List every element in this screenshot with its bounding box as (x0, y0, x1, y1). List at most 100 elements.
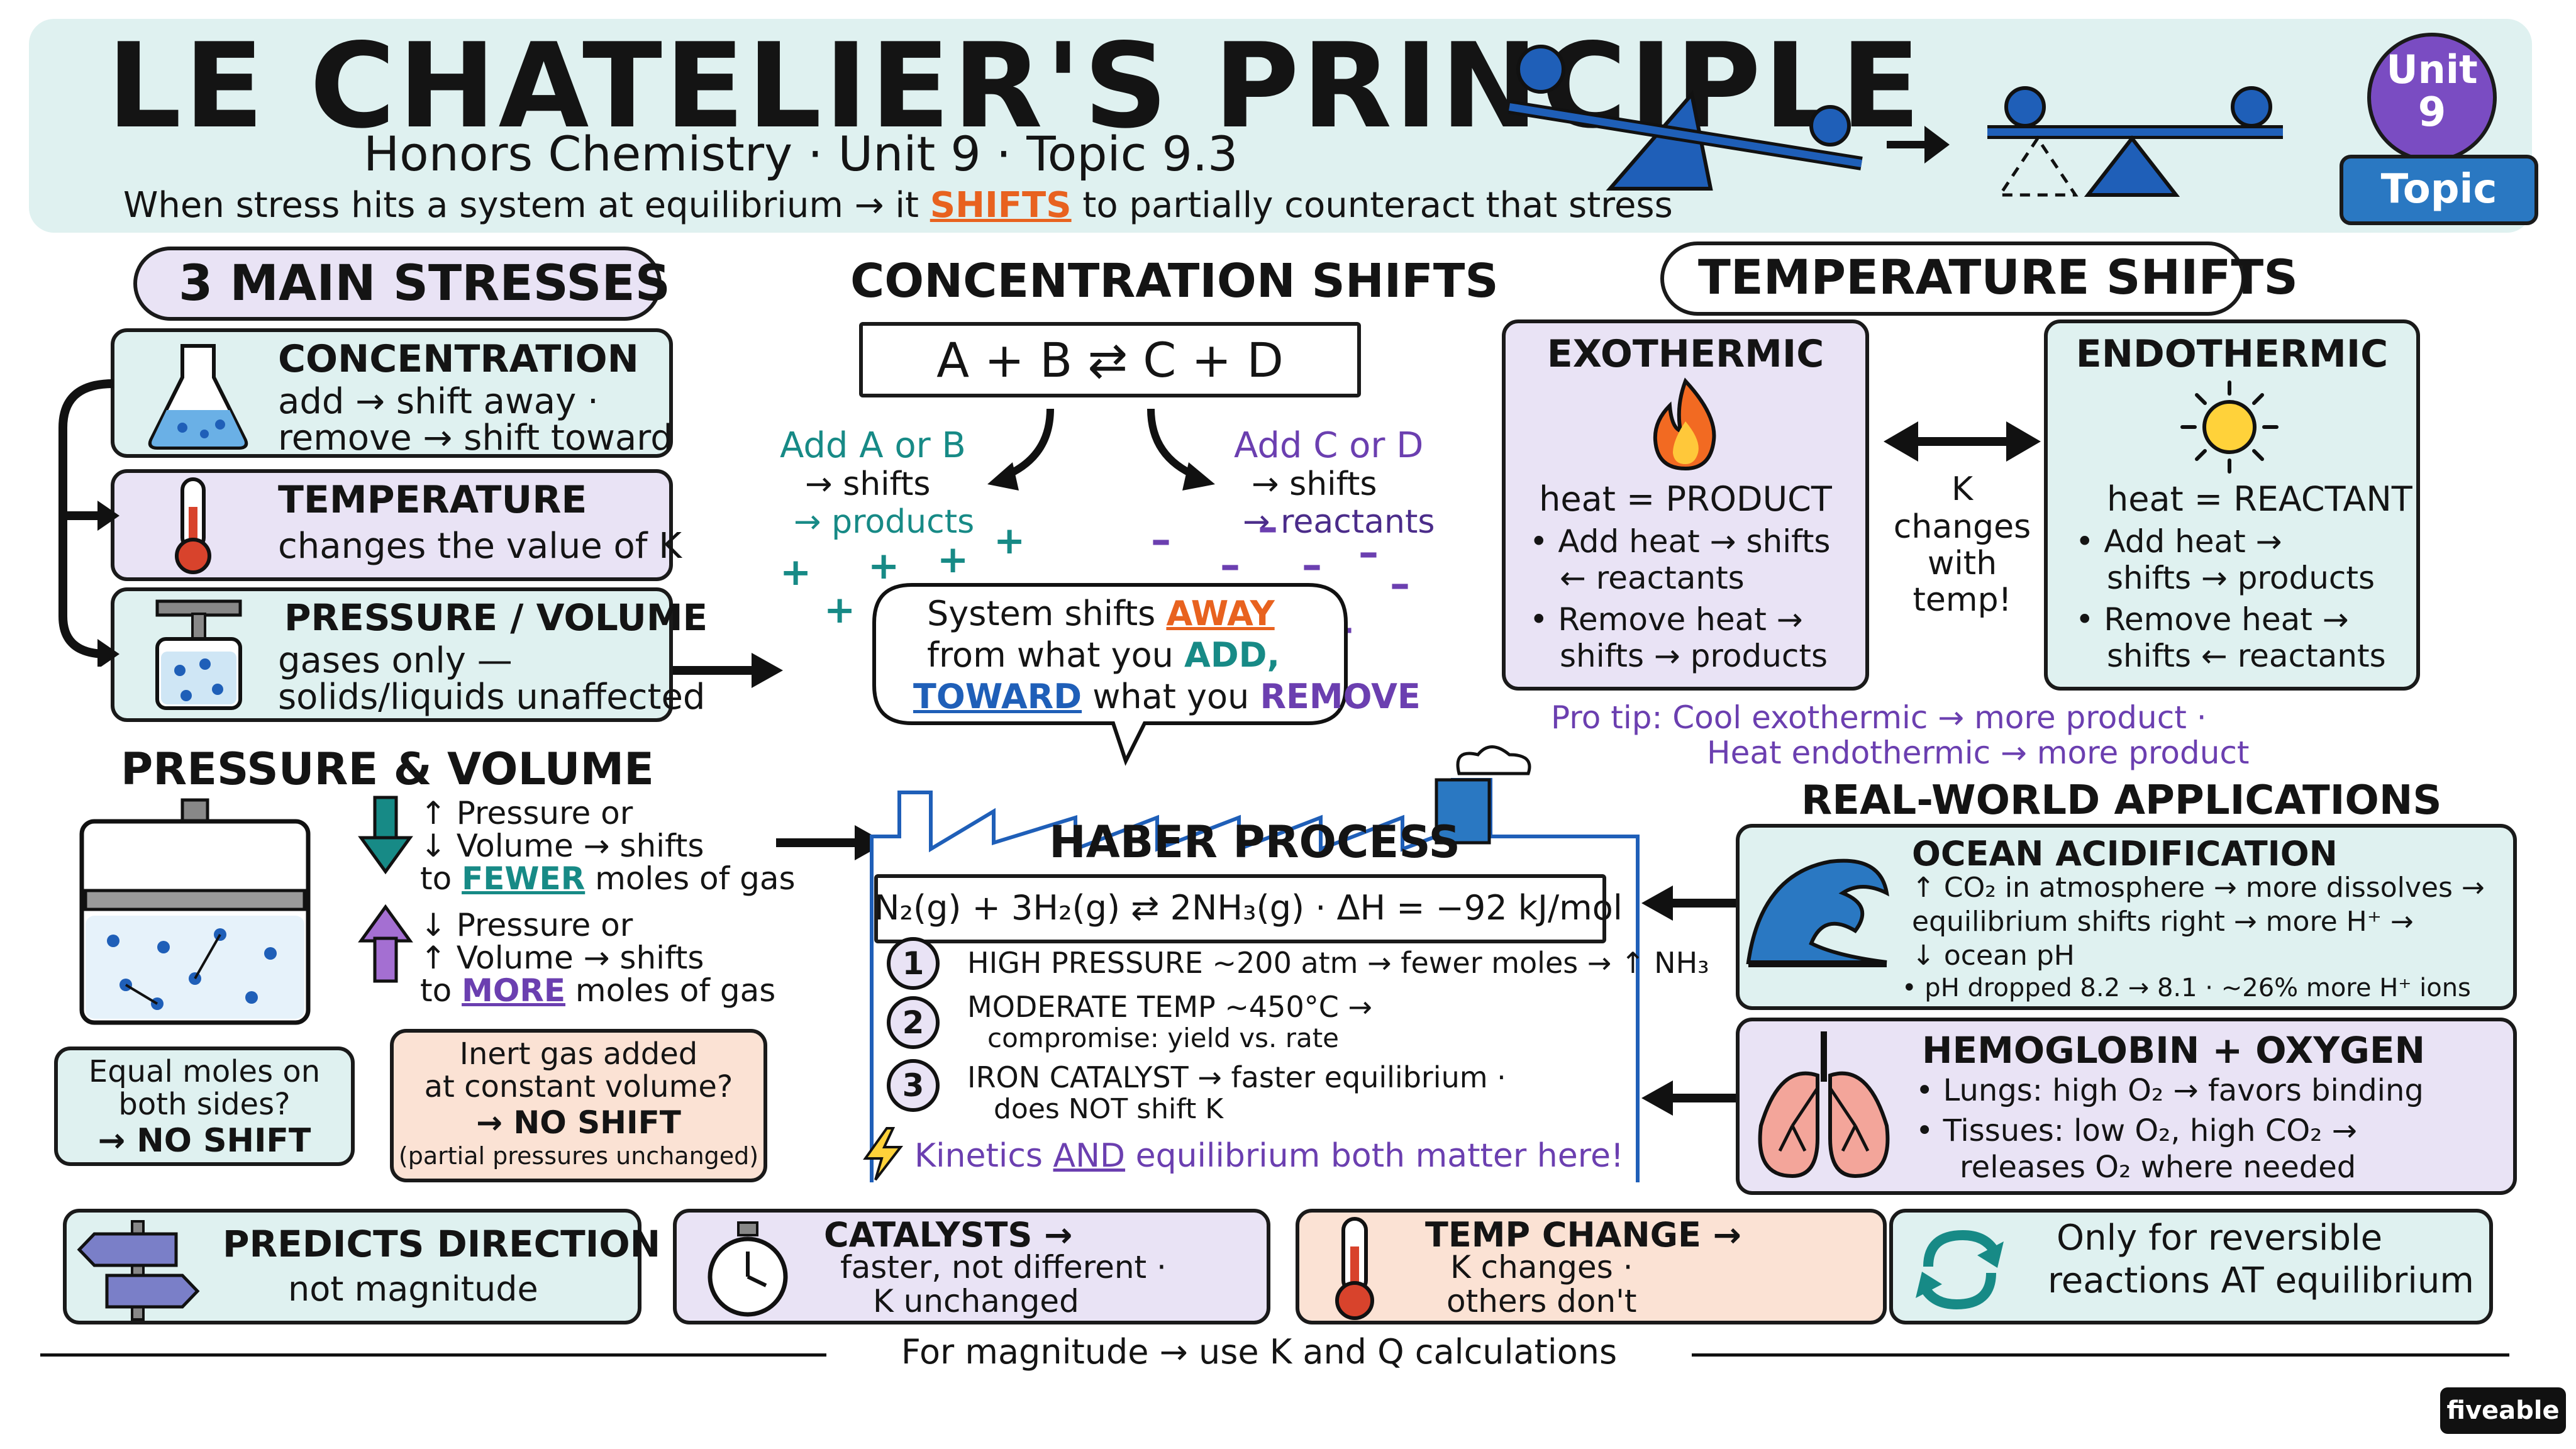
flask-icon (148, 344, 248, 450)
add-cd-line2: → reactants (1243, 503, 1435, 541)
inert-line2: at constant volume? (424, 1069, 733, 1104)
brand-logo[interactable]: fiveable (2440, 1387, 2566, 1434)
k-line3: with (1927, 545, 1997, 582)
catalyst-line3: K unchanged (873, 1283, 1079, 1319)
haber-equation: N₂(g) + 3H₂(g) ⇄ 2NH₃(g) · ΔH = −92 kJ/m… (874, 888, 1623, 928)
hemo-l3: releases O₂ where needed (1960, 1150, 2357, 1185)
cycle-arrows-icon (1916, 1230, 2004, 1310)
thermometer-icon (175, 477, 211, 574)
unit-badge-label: Unit (2386, 47, 2478, 92)
up-line1: ↓ Pressure or (420, 907, 633, 943)
haber-step2a: MODERATE TEMP ~450°C → (967, 990, 1372, 1024)
temperature-shifts-heading: TEMPERATURE SHIFTS (1698, 249, 2299, 305)
wave-icon (1746, 858, 1889, 967)
inert-line4: (partial pressures unchanged) (398, 1142, 759, 1170)
ocean-l3: ↓ ocean pH (1912, 940, 2075, 972)
svg-text:+: + (780, 550, 811, 594)
pro-tip-line1: Pro tip: Cool exothermic → more product … (1551, 699, 2207, 736)
endo-b1a: • Add heat → (2075, 523, 2282, 560)
thermometer-small-icon (1335, 1217, 1374, 1320)
haber-note: Kinetics AND equilibrium both matter her… (914, 1137, 1624, 1175)
tagline: When stress hits a system at equilibrium… (123, 185, 1673, 226)
ocean-l2: equilibrium shifts right → more H⁺ → (1912, 906, 2414, 938)
applications-heading: REAL-WORLD APPLICATIONS (1801, 777, 2442, 824)
pressure-line1: gases only — (278, 640, 513, 681)
exo-b2a: • Remove heat → (1530, 601, 1803, 638)
temperature-line1: changes the value of K (278, 526, 682, 567)
ocean-l4: • pH dropped 8.2 → 8.1 · ~26% more H⁺ io… (1902, 974, 2471, 1002)
equal-moles-card (54, 1046, 355, 1166)
haber-step2-badge: 2 (887, 996, 940, 1049)
shift-curved-arrows (987, 408, 1215, 491)
haber-note-and: AND (1053, 1137, 1126, 1175)
arrow-up-purple-icon (358, 904, 413, 983)
unit-badge: Unit 9 (2367, 33, 2497, 162)
lungs-icon (1758, 1031, 1890, 1179)
equal-line1: Equal moles on (88, 1054, 321, 1089)
bubble-add: ADD, (1184, 635, 1280, 675)
exo-b1a: • Add heat → shifts (1530, 523, 1831, 560)
down-line1: ↑ Pressure or (420, 795, 633, 831)
exo-title: EXOTHERMIC (1546, 332, 1824, 376)
endo-b2a: • Remove heat → (2075, 601, 2349, 638)
bubble-line2: from what you ADD, (927, 635, 1280, 675)
pressure-line2: solids/liquids unaffected (278, 677, 706, 718)
up-line2: ↑ Volume → shifts (420, 940, 704, 976)
seesaw-icon (1508, 45, 2283, 197)
piston-container-icon (79, 798, 311, 1025)
inert-line3: → NO SHIFT (476, 1104, 681, 1141)
concentration-line1: add → shift away · (278, 381, 599, 422)
down-line3-pre: to (420, 860, 462, 897)
bubble-line1-pre: System shifts (927, 594, 1167, 633)
arrow-from-hemoglobin (1641, 1080, 1736, 1116)
sun-icon (2180, 380, 2279, 474)
haber-step3b: does NOT shift K (994, 1093, 1224, 1125)
topic-badge: Topic 9.3 (2340, 155, 2538, 274)
catalyst-line1: CATALYSTS → (824, 1215, 1073, 1255)
temp-change-line3: others don't (1446, 1283, 1637, 1319)
temperature-title: TEMPERATURE (278, 478, 587, 522)
temp-change-line2: K changes · (1450, 1249, 1633, 1285)
endo-b2b: shifts ← reactants (2107, 638, 2386, 674)
ocean-title: OCEAN ACIDIFICATION (1912, 834, 2338, 874)
k-line2: changes (1893, 508, 2031, 546)
stress-connector-arrows (58, 379, 119, 667)
add-cd-line1: → shifts (1252, 465, 1377, 503)
exo-heat: heat = PRODUCT (1539, 479, 1832, 519)
piston-icon (155, 599, 242, 710)
footer-rule-right (1692, 1353, 2509, 1357)
k-line4: temp! (1913, 581, 2012, 619)
hemo-l1: • Lungs: high O₂ → favors binding (1916, 1073, 2424, 1108)
endo-heat: heat = REACTANT (2107, 479, 2412, 519)
catalyst-line2: faster, not different · (840, 1249, 1167, 1285)
arrow-to-concentration (673, 653, 783, 688)
pressure-volume-heading: PRESSURE & VOLUME (121, 743, 654, 795)
exo-b2b: shifts → products (1560, 638, 1828, 674)
down-line3-post: moles of gas (585, 860, 796, 897)
exo-b1b: ← reactants (1560, 560, 1745, 596)
concentration-equation: A + B ⇄ C + D (936, 332, 1284, 388)
haber-step1-badge: 1 (887, 937, 940, 990)
speech-bubble (872, 583, 1348, 766)
reversible-line1: Only for reversible (2057, 1218, 2383, 1258)
ocean-l1: ↑ CO₂ in atmosphere → more dissolves → (1912, 872, 2485, 904)
signpost-icon (77, 1220, 200, 1321)
bubble-line3: TOWARD what you REMOVE (913, 677, 1421, 716)
predicts-line2: not magnitude (288, 1269, 538, 1309)
svg-text:–: – (1358, 530, 1379, 576)
equal-line2: both sides? (118, 1087, 291, 1122)
arrow-down-teal-icon (358, 796, 413, 875)
inert-line1: Inert gas added (459, 1036, 698, 1072)
bubble-line2-pre: from what you (927, 635, 1185, 675)
bubble-toward: TOWARD (913, 677, 1082, 716)
svg-text:–: – (1258, 516, 1278, 551)
stresses-heading: 3 MAIN STRESSES (179, 255, 670, 312)
down-line3: to FEWER moles of gas (420, 860, 796, 897)
arrow-from-ocean (1641, 886, 1736, 921)
bubble-away: AWAY (1166, 594, 1275, 633)
add-ab-line2: → products (794, 503, 975, 541)
svg-text:–: – (1151, 517, 1171, 564)
down-fewer: FEWER (462, 860, 586, 897)
haber-note-post: equilibrium both matter here! (1125, 1137, 1624, 1175)
stresses-heading-bracket (133, 247, 662, 321)
